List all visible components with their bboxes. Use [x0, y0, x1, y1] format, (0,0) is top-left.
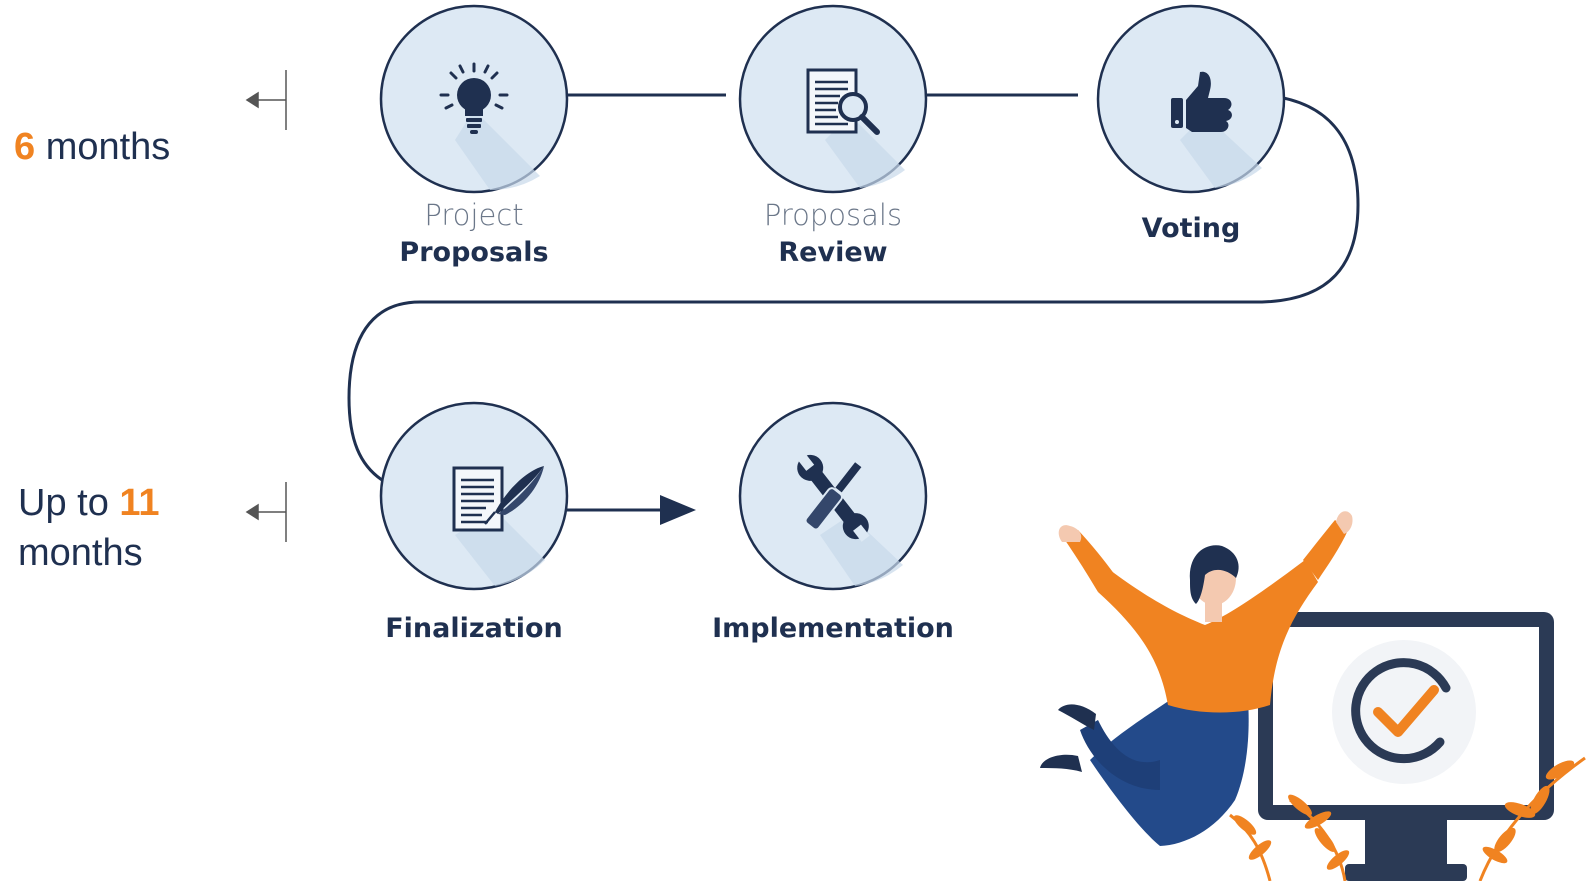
timeline-marker-11-months: [245, 482, 287, 542]
document-quill-icon: [452, 466, 544, 532]
step-label-bold: Finalization: [385, 613, 563, 644]
plant-illustration: [1229, 756, 1586, 881]
step-label-bold: Proposals: [399, 237, 549, 268]
flow-connector: [347, 93, 1360, 525]
step-label-light: Proposals: [763, 198, 903, 232]
timeline-number: 11: [119, 482, 160, 524]
wrench-screwdriver-icon: [797, 453, 870, 542]
step-label-project-proposals: Project Proposals: [314, 196, 634, 272]
step-label-light: Project: [424, 198, 524, 232]
timeline-label-11-months: Up to 11 months: [18, 478, 160, 578]
document-search-icon: [806, 68, 880, 135]
step-label-bold: Review: [778, 237, 888, 268]
timeline-unit: months: [35, 126, 171, 168]
step-label-voting: Voting: [1031, 210, 1351, 248]
step-label-proposals-review: Proposals Review: [673, 196, 993, 272]
step-label-implementation: Implementation: [673, 610, 993, 648]
monitor-illustration: [1258, 612, 1554, 881]
step-label-finalization: Finalization: [314, 610, 634, 648]
celebration-illustration: [1040, 511, 1586, 881]
lightbulb-icon: [439, 62, 509, 134]
person-illustration: [1040, 511, 1353, 846]
thumbs-up-icon: [1171, 71, 1232, 132]
timeline-label-6-months: 6 months: [14, 122, 170, 172]
timeline-unit: months: [18, 532, 143, 574]
timeline-marker-6-months: [245, 70, 287, 130]
step-label-bold: Voting: [1141, 213, 1241, 244]
timeline-number: 6: [14, 126, 36, 168]
timeline-prefix: Up to: [18, 482, 120, 524]
step-label-bold: Implementation: [712, 613, 954, 644]
